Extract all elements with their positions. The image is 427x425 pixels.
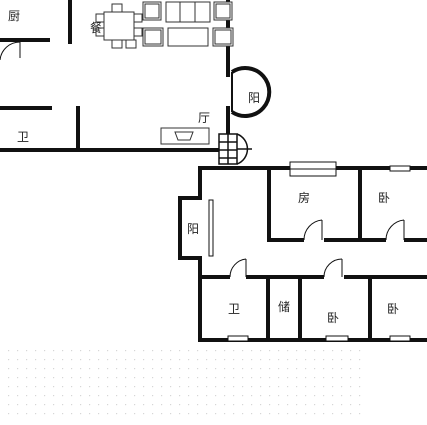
label-balcony-round: 阳 — [248, 91, 260, 105]
tv-cabinet — [160, 127, 210, 145]
doors-lower — [229, 219, 405, 278]
label-bedroom-lower-right: 卧 — [387, 302, 399, 316]
label-study: 房 — [298, 190, 310, 205]
door-kitchen — [0, 41, 21, 61]
balcony-side-panel — [208, 199, 214, 257]
label-dining: 餐 — [90, 20, 102, 35]
label-living-hall: 厅 — [198, 111, 210, 125]
balcony-round — [230, 66, 272, 118]
spiral-stair — [218, 133, 252, 165]
dining-set — [95, 3, 143, 49]
room-labels: 厨 餐 卫 厅 阳 阳 房 卧 卫 储 卧 卧 — [8, 9, 399, 325]
sofa-set — [142, 1, 234, 47]
label-bedroom-mid: 卧 — [327, 311, 339, 325]
dot-grid — [8, 350, 361, 415]
label-storage: 储 — [278, 299, 290, 314]
windows — [227, 161, 411, 342]
label-bath-top: 卫 — [17, 130, 29, 144]
label-kitchen: 厨 — [8, 9, 20, 23]
label-bath-lower: 卫 — [228, 302, 240, 316]
label-bedroom-right: 卧 — [378, 191, 390, 205]
label-balcony-side: 阳 — [187, 222, 199, 236]
